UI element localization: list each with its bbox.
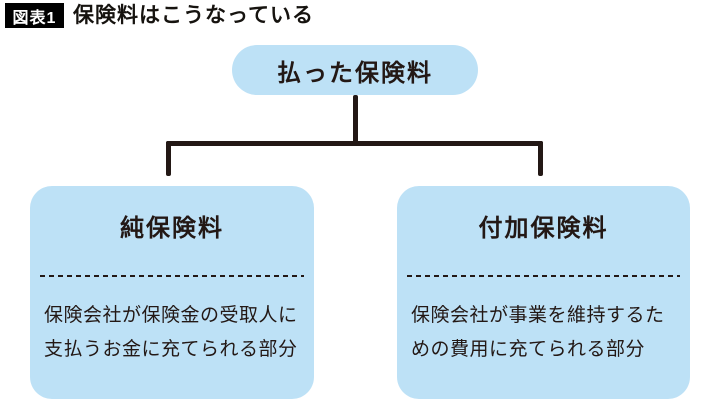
loading-premium-description: 保険会社が事業を維持するた めの費用に充てられる部分	[411, 305, 665, 360]
dashed-divider	[407, 275, 680, 277]
connector-left-drop	[166, 141, 171, 176]
root-node-label: 払った保険料	[277, 59, 433, 87]
figure-number-badge: 図表1	[5, 3, 64, 28]
connector-horizontal	[166, 141, 543, 146]
connector-right-drop	[538, 141, 543, 176]
figure-title: 保険料はこうなっている	[73, 4, 314, 27]
dashed-divider	[40, 275, 304, 277]
root-node-paid-premium: 払った保険料	[232, 45, 478, 95]
pure-premium-title: 純保険料	[120, 215, 224, 242]
connector-stem	[353, 95, 358, 145]
child-node-pure-premium: 純保険料 保険会社が保険金の受取人に 支払うお金に充てられる部分	[30, 186, 314, 399]
child-node-loading-premium: 付加保険料 保険会社が事業を維持するた めの費用に充てられる部分	[397, 186, 690, 399]
pure-premium-description: 保険会社が保険金の受取人に 支払うお金に充てられる部分	[44, 305, 298, 360]
figure-header: 図表1 保険料はこうなっている	[5, 3, 314, 28]
loading-premium-title: 付加保険料	[478, 215, 609, 242]
